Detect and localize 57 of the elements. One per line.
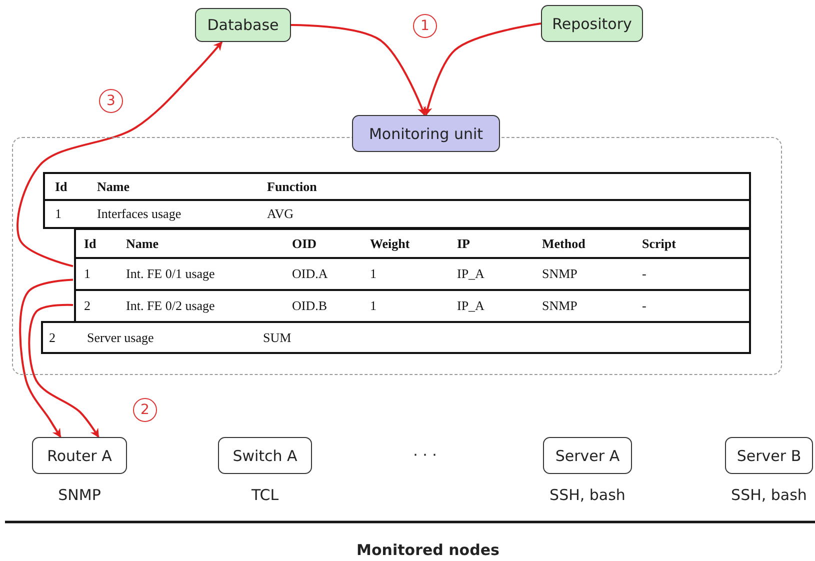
table-cell: Interfaces usage xyxy=(97,206,182,222)
table-cell: Name xyxy=(97,178,130,194)
table-cell: SNMP xyxy=(542,266,578,282)
arrow xyxy=(291,24,426,116)
step-number: 2 xyxy=(133,398,157,422)
protocol-label: TCL xyxy=(251,486,279,504)
table-cell: 2 xyxy=(49,330,56,346)
table-cell: IP xyxy=(457,236,470,252)
table-row xyxy=(43,199,751,229)
table-cell: 1 xyxy=(55,206,62,222)
table-cell: Server usage xyxy=(87,330,154,346)
protocol-label: SSH, bash xyxy=(731,486,807,504)
table-cell: Method xyxy=(542,236,586,252)
table-cell: Id xyxy=(84,236,96,252)
table-cell: Function xyxy=(267,178,317,194)
table-cell: OID.A xyxy=(292,266,328,282)
device-box: Router A xyxy=(32,437,127,474)
step-number: 3 xyxy=(99,89,123,113)
component-box: Database xyxy=(195,8,291,42)
table-cell: 2 xyxy=(84,298,90,314)
section-title: Monitored nodes xyxy=(356,541,500,559)
table-cell: Int. FE 0/1 usage xyxy=(126,266,215,282)
table-cell: 1 xyxy=(370,266,376,282)
component-box: Repository xyxy=(541,5,643,42)
table-cell: Name xyxy=(126,236,158,252)
table-cell: IP_A xyxy=(457,266,484,282)
protocol-label: SNMP xyxy=(58,486,101,504)
table-cell: Weight xyxy=(370,236,410,252)
table-cell: Script xyxy=(642,236,676,252)
table-cell: Int. FE 0/2 usage xyxy=(126,298,215,314)
step-number: 1 xyxy=(413,14,437,38)
device-box: Server A xyxy=(543,437,632,474)
table-cell: SUM xyxy=(263,330,292,346)
component-box: Monitoring unit xyxy=(352,115,500,152)
device-box: Server B xyxy=(725,437,813,474)
table-row xyxy=(41,321,751,354)
table-cell: IP_A xyxy=(457,298,484,314)
table-row xyxy=(74,289,751,323)
table-cell: Id xyxy=(55,178,68,194)
table-row xyxy=(74,257,751,291)
table-cell: 1 xyxy=(370,298,376,314)
device-box: Switch A xyxy=(218,437,312,474)
arrow xyxy=(16,41,223,268)
table-cell: OID.B xyxy=(292,298,328,314)
ellipsis-label: · · · xyxy=(413,446,437,464)
arrow xyxy=(19,278,74,438)
table-row xyxy=(43,172,751,201)
table-cell: - xyxy=(642,266,646,282)
table-cell: - xyxy=(642,298,646,314)
table-row xyxy=(74,228,751,259)
table-cell: 1 xyxy=(84,266,90,282)
table-cell: AVG xyxy=(267,206,294,222)
arrow xyxy=(424,22,542,116)
arrow xyxy=(28,304,100,438)
table-cell: OID xyxy=(292,236,317,252)
protocol-label: SSH, bash xyxy=(550,486,626,504)
table-cell: SNMP xyxy=(542,298,578,314)
